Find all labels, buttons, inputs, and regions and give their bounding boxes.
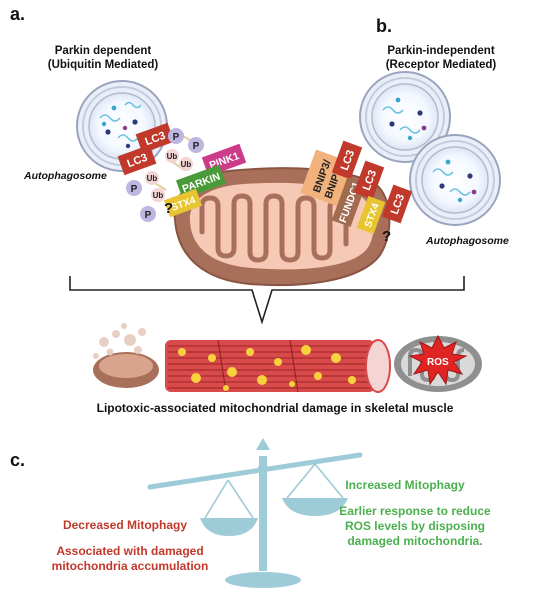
svg-text:P: P xyxy=(131,184,138,195)
stx4-box-right: STX4 xyxy=(356,195,386,235)
parkin-independent-title: Parkin-independent (Receptor Mediated) xyxy=(376,44,506,72)
increased-mitophagy-title: Increased Mitophagy xyxy=(345,478,465,492)
parkin-dependent-title: Parkin dependent (Ubiquitin Mediated) xyxy=(38,44,168,72)
lc3-box-right-2: LC3 xyxy=(353,160,385,200)
panel-label-b: b. xyxy=(376,16,392,36)
caption: Lipotoxic-associated mitochondrial damag… xyxy=(96,401,454,415)
svg-text:Ub: Ub xyxy=(167,152,178,161)
decreased-line1: Associated with damaged xyxy=(56,544,204,558)
parkin-dependent-line1: Parkin dependent xyxy=(54,45,152,57)
svg-text:Ub: Ub xyxy=(147,174,158,183)
lc3-box-right-3: LC3 xyxy=(381,184,413,224)
increased-line3: damaged mitochondria. xyxy=(347,534,483,548)
autophagosome-label-left: Autophagosome xyxy=(24,170,107,182)
damaged-mitochondrion xyxy=(93,323,159,388)
autophagosome-label-right: Autophagosome xyxy=(426,235,509,247)
lc3-box-left-2: LC3 xyxy=(117,144,157,176)
decreased-mitophagy-text: Associated with damaged mitochondria acc… xyxy=(45,544,215,574)
question-mark-right: ? xyxy=(382,228,392,245)
ubiquitin-chain: P P Ub Ub P Ub Ub P xyxy=(126,128,204,222)
parkin-dependent-line2: (Ubiquitin Mediated) xyxy=(47,59,159,71)
svg-text:P: P xyxy=(145,210,152,221)
balance-scale xyxy=(147,438,363,588)
autophagosome-left xyxy=(76,80,168,172)
panel-label-c: c. xyxy=(10,450,26,470)
autophagosome-right-bottom xyxy=(409,134,501,226)
parkin-independent-line2: (Receptor Mediated) xyxy=(385,59,497,71)
increased-mitophagy-text: Earlier response to reduce ROS levels by… xyxy=(330,504,500,549)
autophagosome-right-top xyxy=(359,71,451,163)
ros-label: ROS xyxy=(427,357,449,368)
increased-line2: ROS levels by disposing xyxy=(344,519,486,533)
lc3-box-left-1: LC3 xyxy=(135,122,175,154)
svg-text:P: P xyxy=(193,141,200,152)
ros-mitochondrion xyxy=(394,334,482,392)
lc3-box-right-1: LC3 xyxy=(331,140,363,180)
parkin-independent-line1: Parkin-independent xyxy=(387,45,495,57)
svg-text:Ub: Ub xyxy=(181,160,192,169)
question-mark-left: ? xyxy=(164,200,174,217)
bracket xyxy=(69,276,465,325)
svg-text:Ub: Ub xyxy=(153,191,164,200)
increased-line1: Earlier response to reduce xyxy=(339,504,491,518)
ros-burst xyxy=(408,334,468,386)
decreased-line2: mitochondria accumulation xyxy=(51,559,209,573)
svg-text:P: P xyxy=(173,132,180,143)
decreased-mitophagy-title: Decreased Mitophagy xyxy=(62,518,188,532)
muscle-fiber xyxy=(165,339,391,393)
panel-label-a: a. xyxy=(10,4,26,24)
stx4-box-left: STX4 xyxy=(163,188,203,218)
